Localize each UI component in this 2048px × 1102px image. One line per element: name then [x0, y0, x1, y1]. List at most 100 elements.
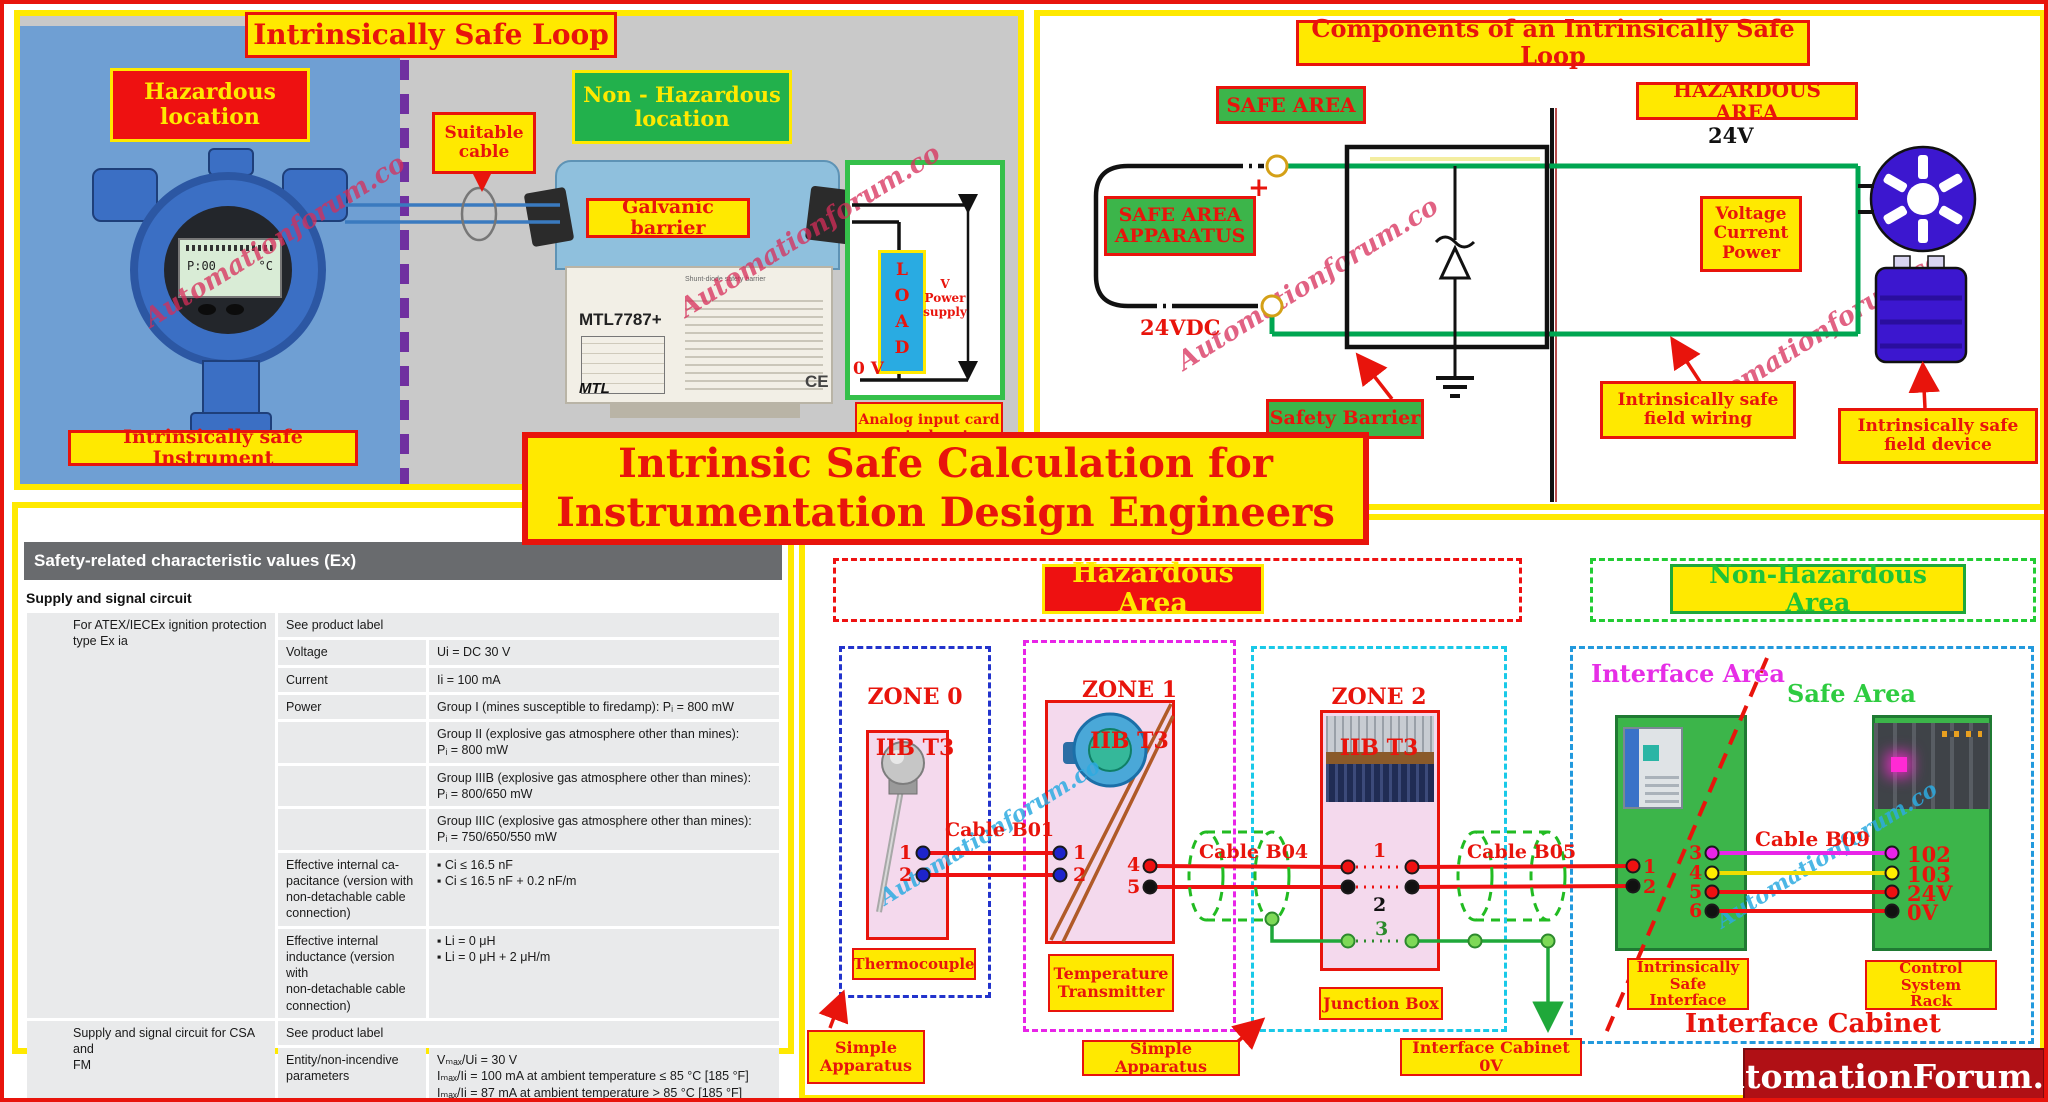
table-cell: Power: [278, 694, 426, 719]
ground-symbol: [1436, 376, 1474, 398]
table-cell: Effective internal ca- pacitance (versio…: [278, 852, 426, 926]
table-row: Entity/non-incendive parameters Vₘₐₓ/Ui …: [27, 1048, 779, 1098]
interface-cabinet-label: Interface Cabinet: [1685, 1009, 1941, 1039]
junction-photo: [1326, 716, 1434, 802]
isi-term-label-6: 6: [1689, 900, 1703, 922]
rack-term-label-24v: 24V: [1907, 881, 1953, 906]
zone0-class: IIB T3: [875, 734, 955, 761]
table-cell: Current: [278, 667, 426, 692]
jb-terminal-2r: [1404, 879, 1420, 895]
simple-apparatus-label-2: Simple Apparatus: [1082, 1040, 1240, 1076]
datasheet-header: Safety-related characteristic values (Ex…: [24, 542, 782, 580]
junction-box-label: Junction Box: [1319, 987, 1443, 1020]
zone2-name: ZONE 2: [1331, 684, 1427, 711]
zone2-title: ZONE 2 IIB T3: [1251, 660, 1507, 761]
jb-term-label-2: 2: [1373, 894, 1387, 916]
barrier-label-plate: MTL7787+ Shunt-diode safety barrier MTL …: [565, 266, 833, 404]
simple-apparatus-label-1: Simple Apparatus: [807, 1030, 925, 1084]
cable-b09-wires: [1712, 851, 1892, 913]
lcd-unit: °C: [258, 259, 273, 273]
cable-b04-shield-tube: [1187, 830, 1291, 922]
v24dc-text: 24VDC: [1140, 315, 1221, 340]
cable-b05-label: Cable B05: [1467, 841, 1577, 863]
rack-term-label-103: 103: [1907, 862, 1951, 887]
isi-terminal-2: [1625, 878, 1641, 894]
z1-terminal-2: [1052, 867, 1068, 883]
table-cell: [278, 809, 426, 850]
lcd-bargraph: [186, 245, 274, 251]
cable-b01-wires: [923, 851, 1060, 877]
table-cell: [278, 722, 426, 763]
z1-term-label-4: 4: [1127, 854, 1141, 876]
barrier-fineprint-lines: [685, 294, 823, 390]
interface-cabinet-0v-label: Interface Cabinet 0V: [1400, 1038, 1582, 1076]
cable-ellipse: [460, 186, 498, 242]
table-cell: ▪ Ci ≤ 16.5 nF ▪ Ci ≤ 16.5 nF + 0.2 nF/m: [429, 852, 779, 926]
banner-line-1: Intrinsic Safe Calculation for: [618, 439, 1273, 487]
rack-terminal-102: [1884, 845, 1900, 861]
rack-terminal-0v: [1884, 903, 1900, 919]
z0-term-label-2: 2: [899, 864, 913, 886]
b05-shield-dot-2: [1540, 933, 1556, 949]
site-logo: AutomationForum.Co: [1696, 1048, 2044, 1098]
zone-devices-svg: [876, 703, 1175, 943]
main-title-banner: Intrinsic Safe Calculation for Instrumen…: [522, 432, 1369, 545]
b05-shield-dot-1: [1467, 933, 1483, 949]
field-device-graphic: [1858, 145, 1977, 364]
field-wires-blue: [345, 203, 560, 224]
z1-term-label-5: 5: [1127, 876, 1141, 898]
row-group-label: Supply and signal circuit for CSA and FM: [27, 1020, 275, 1098]
zone0-boundary: [839, 646, 991, 998]
z0-terminal-1: [915, 845, 931, 861]
transmitter-neck: [202, 360, 260, 418]
safety-barrier-box: [1344, 144, 1550, 350]
transmitter-button-1: [198, 304, 216, 315]
jb-terminal-3r: [1404, 933, 1420, 949]
zone-divider-dashed: [400, 26, 409, 484]
barrier-schematic-box: [581, 336, 665, 394]
instrument-label: Intrinsically safe Instrument: [68, 426, 358, 469]
rack-label: Control System Rack: [1865, 959, 1997, 1010]
datasheet-table: For ATEX/IECEx ignition protection type …: [24, 610, 782, 1098]
load-block: LOAD: [878, 250, 926, 374]
table-row: Group IIIC (explosive gas atmosphere oth…: [27, 809, 779, 850]
table-cell: Group I (mines susceptible to firedamp):…: [429, 694, 779, 719]
voltage-current-power-label: Voltage Current Power: [1700, 196, 1802, 272]
nonhazardous-area-boundary: [1590, 558, 2036, 622]
z1-term-label-1: 1: [1073, 842, 1087, 864]
rack-term-label-102: 102: [1907, 842, 1951, 867]
power-supply-text: V Power supply: [923, 277, 967, 319]
rack-terminal-103: [1884, 865, 1900, 881]
table-cell: Effective internal inductance (version w…: [278, 928, 426, 1018]
zone1-class: IIB T3: [1090, 727, 1169, 754]
field-device-label: Intrinsically safe field device: [1838, 408, 2038, 464]
table-cell: Group II (explosive gas atmosphere other…: [429, 722, 779, 763]
zone0-name: ZONE 0: [867, 684, 963, 711]
table-row: Voltage Ui = DC 30 V: [27, 640, 779, 665]
mini-transmitter-graphic: [1049, 703, 1175, 943]
diagram-nonhazardous-area-label: Non-Hazardous Area: [1670, 561, 1966, 617]
suitable-cable-label: Suitable cable: [432, 112, 536, 174]
components-circuit-svg: [1093, 108, 1977, 502]
thermocouple-graphic: [876, 741, 925, 913]
table-row: Effective internal inductance (version w…: [27, 928, 779, 1018]
cable-b05-wires: [1411, 864, 1634, 889]
zero-volt-text: 0 V: [853, 359, 884, 379]
datasheet-section-title: Supply and signal circuit: [26, 590, 192, 606]
cable-b09-label: Cable B09: [1755, 827, 1870, 851]
isi-terminal-1: [1625, 858, 1641, 874]
field-wiring-label: Intrinsically safe field wiring: [1600, 381, 1796, 439]
table-cell: ▪ Li = 0 μH ▪ Li = 0 μH + 2 μH/m: [429, 928, 779, 1018]
isi-terminal-4: [1704, 865, 1720, 881]
lcd-value: P:00: [187, 259, 216, 273]
table-cell: Entity/non-incendive parameters: [278, 1048, 426, 1098]
site-logo-text: AutomationForum.Co: [1695, 1056, 2045, 1096]
interface-area-label: Interface Area: [1591, 659, 1785, 688]
zone1-boundary: [1023, 640, 1236, 1032]
load-text: LOAD: [892, 260, 912, 364]
components-panel: Components of an Intrinsically Safe Loop…: [1034, 10, 2044, 510]
zone1-name: ZONE 1: [1081, 677, 1178, 704]
b04-shield-dot: [1264, 911, 1280, 927]
isi-term-label-2: 2: [1643, 876, 1657, 898]
